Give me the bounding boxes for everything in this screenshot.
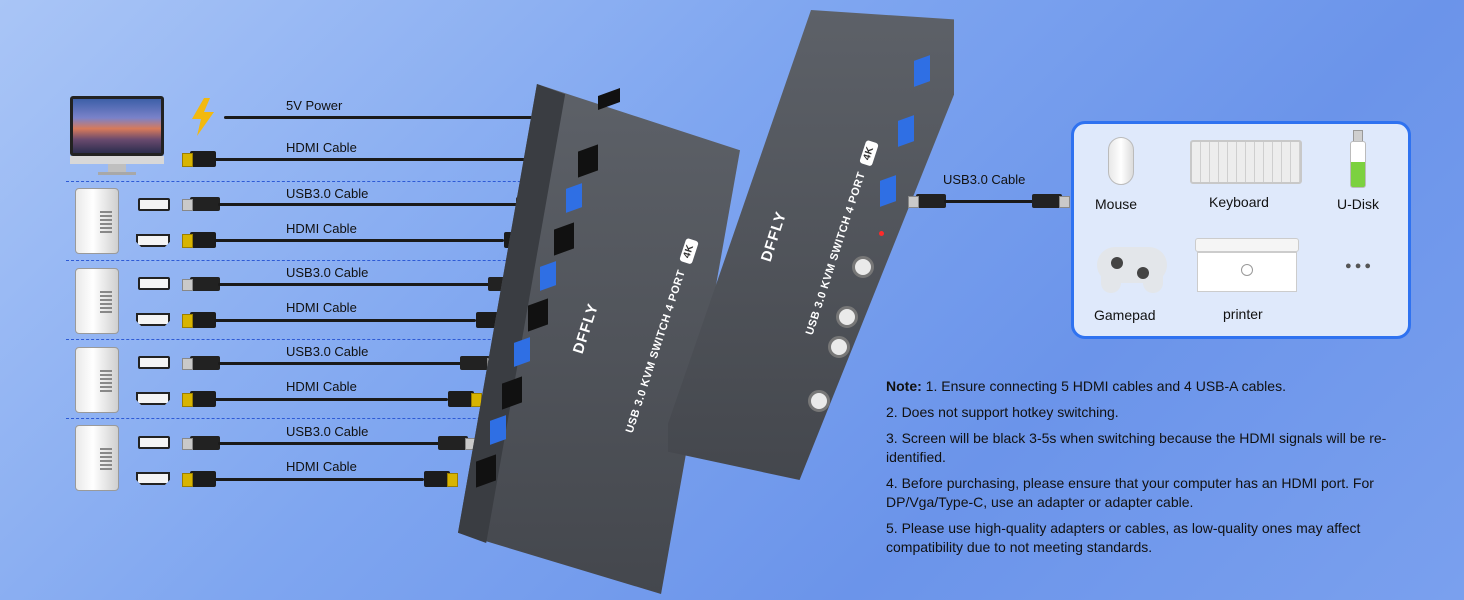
usb-plug-icon bbox=[1032, 194, 1070, 208]
note-2: 2. Does not support hotkey switching. bbox=[886, 404, 1119, 420]
power-cable-label: 5V Power bbox=[286, 98, 343, 113]
hdmi-cable bbox=[214, 478, 424, 481]
note-4: 4. Before purchasing, please ensure that… bbox=[886, 475, 1374, 510]
divider bbox=[66, 260, 566, 261]
hdmi-port-icon bbox=[136, 313, 170, 326]
hdmi-cable bbox=[214, 239, 504, 242]
port-button-2[interactable] bbox=[828, 336, 850, 358]
note-1: Note: 1. Ensure connecting 5 HDMI cables… bbox=[886, 378, 1286, 394]
hdmi-cable-label: HDMI Cable bbox=[286, 221, 357, 236]
hdmi-cable-label: HDMI Cable bbox=[286, 300, 357, 315]
hdmi-cable-label: HDMI Cable bbox=[286, 459, 357, 474]
divider bbox=[66, 339, 566, 340]
gamepad-icon bbox=[1097, 237, 1167, 295]
usb-plug-icon bbox=[460, 356, 498, 370]
usb-cable bbox=[218, 203, 518, 206]
hdmi-cable bbox=[214, 398, 448, 401]
usb-port-icon bbox=[138, 277, 170, 290]
hdmi-cable bbox=[214, 319, 476, 322]
hdmi-port-icon bbox=[136, 472, 170, 485]
hdmi-plug-icon bbox=[182, 471, 216, 487]
printer-label: printer bbox=[1223, 306, 1263, 322]
keyboard-icon bbox=[1190, 140, 1302, 184]
hdmi-port-icon bbox=[136, 392, 170, 405]
note-prefix: Note: bbox=[886, 378, 922, 394]
notes-section: Note: 1. Ensure connecting 5 HDMI cables… bbox=[886, 377, 1426, 564]
usb-plug-icon bbox=[182, 197, 220, 211]
usb-port-icon bbox=[138, 198, 170, 211]
usb-cable bbox=[218, 362, 462, 365]
hdmi-plug-icon bbox=[182, 151, 216, 167]
udisk-label: U-Disk bbox=[1337, 196, 1379, 212]
port-button-4[interactable] bbox=[852, 256, 874, 278]
hdmi-plug-icon bbox=[182, 312, 216, 328]
usb-cable bbox=[218, 442, 440, 445]
hdmi-cable-label: HDMI Cable bbox=[286, 379, 357, 394]
port-button-1[interactable] bbox=[808, 390, 830, 412]
lightning-icon bbox=[192, 98, 214, 136]
usb-cable-label: USB3.0 Cable bbox=[286, 186, 369, 201]
pc-tower-icon bbox=[75, 268, 119, 334]
usb-cable-label: USB3.0 Cable bbox=[286, 344, 369, 359]
usb-cable bbox=[218, 283, 490, 286]
power-cable bbox=[224, 116, 560, 119]
mouse-label: Mouse bbox=[1095, 196, 1138, 212]
note-5: 5. Please use high-quality adapters or c… bbox=[886, 520, 1361, 555]
usb-plug-icon bbox=[182, 356, 220, 370]
usb-cable-label: USB3.0 Cable bbox=[286, 424, 369, 439]
pc-tower-icon bbox=[75, 425, 119, 491]
usb-plug-icon bbox=[182, 436, 220, 450]
hdmi-cable-label: HDMI Cable bbox=[286, 140, 357, 155]
hdmi-cable bbox=[214, 158, 530, 161]
hdmi-plug-icon bbox=[424, 471, 458, 487]
divider bbox=[66, 181, 566, 182]
gamepad-label: Gamepad bbox=[1094, 307, 1156, 323]
monitor-icon bbox=[70, 96, 164, 176]
usb-plug-icon bbox=[182, 277, 220, 291]
usb-port-icon bbox=[138, 436, 170, 449]
divider bbox=[66, 418, 566, 419]
printer-icon bbox=[1195, 238, 1299, 294]
usb-port-icon bbox=[138, 356, 170, 369]
pc-tower-icon bbox=[75, 188, 119, 254]
usb-cable bbox=[944, 200, 1034, 203]
hdmi-plug-icon bbox=[448, 391, 482, 407]
usb-plug-icon bbox=[908, 194, 946, 208]
led-indicator bbox=[879, 231, 884, 236]
more-devices: ● ● ● bbox=[1345, 260, 1372, 272]
port-button-3[interactable] bbox=[836, 306, 858, 328]
hdmi-port-icon bbox=[136, 234, 170, 247]
usb-cable-label: USB3.0 Cable bbox=[286, 265, 369, 280]
note-3: 3. Screen will be black 3-5s when switch… bbox=[886, 430, 1387, 465]
hdmi-plug-icon bbox=[182, 391, 216, 407]
mouse-icon bbox=[1108, 137, 1134, 185]
peripheral-usb-cable-label: USB3.0 Cable bbox=[943, 172, 1026, 187]
usb-plug-icon bbox=[438, 436, 476, 450]
pc-tower-icon bbox=[75, 347, 119, 413]
hdmi-plug-icon bbox=[182, 232, 216, 248]
usb-drive-icon bbox=[1350, 130, 1366, 188]
keyboard-label: Keyboard bbox=[1209, 194, 1269, 210]
